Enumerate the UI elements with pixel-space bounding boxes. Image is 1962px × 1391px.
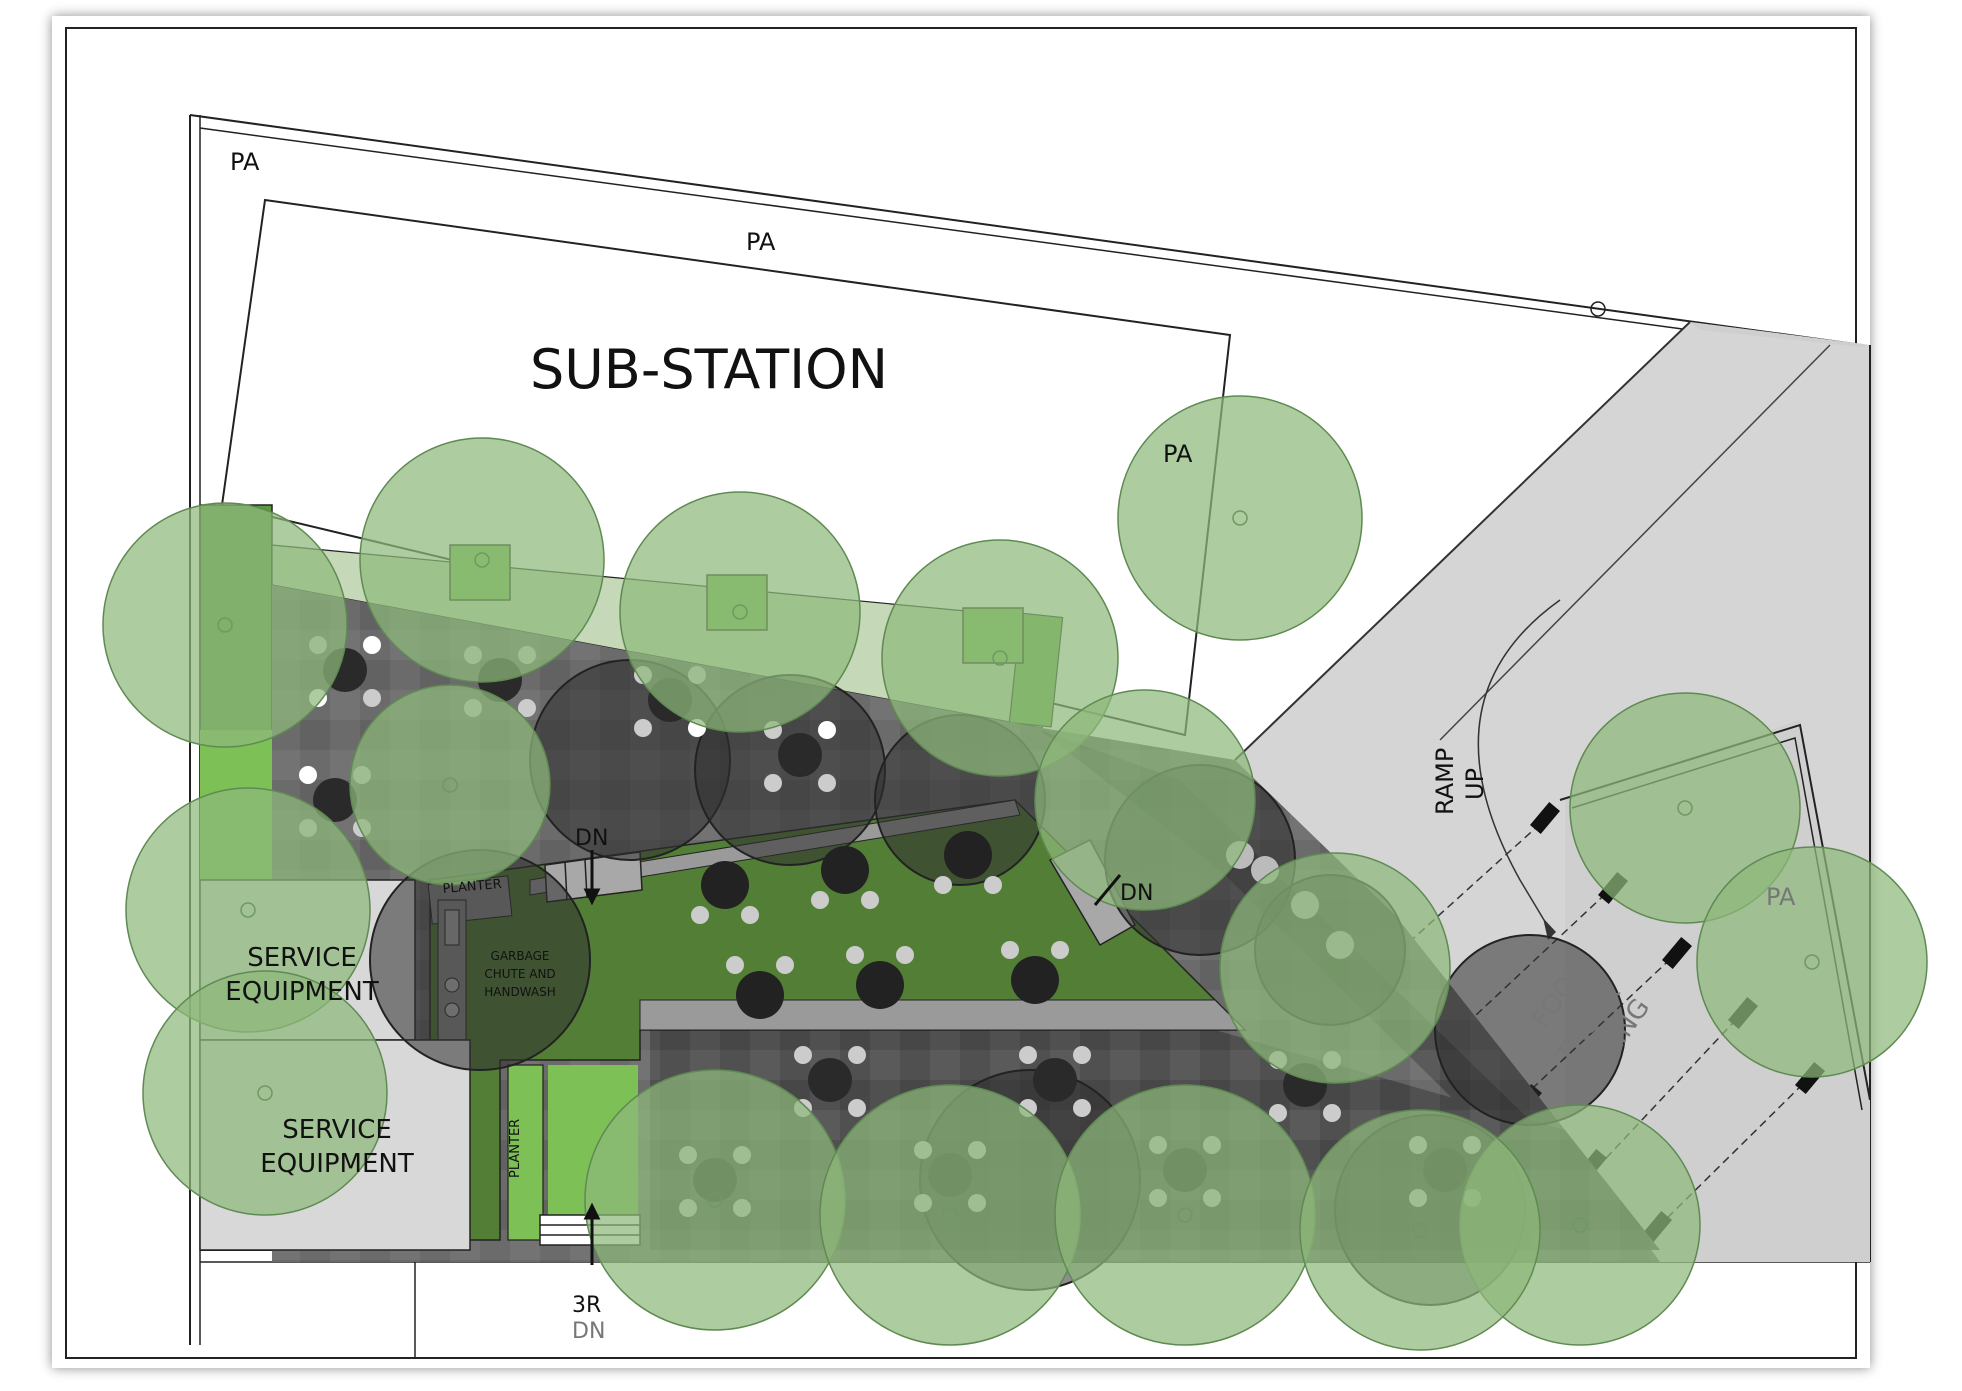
label-pa-2: PA [746, 228, 776, 256]
table-group [934, 831, 1002, 894]
label-dn-2: DN [1120, 881, 1153, 906]
label-service-1b: EQUIPMENT [225, 977, 379, 1007]
tree-canopies-green [102, 395, 1928, 1351]
label-pa-1: PA [230, 148, 260, 176]
label-substation: SUB-STATION [530, 338, 888, 401]
label-dn-3: DN [572, 1319, 605, 1344]
lawn-seat-wall-south [639, 999, 1247, 1031]
tree-trunk-markers [217, 510, 1820, 1238]
label-planter-2: PLANTER [508, 1119, 523, 1178]
ramp-arrow [1543, 918, 1556, 940]
table-group [1001, 941, 1069, 1004]
label-pa-4: PA [1766, 883, 1796, 911]
label-planter-1: PLANTER [442, 877, 502, 897]
label-dn-1: DN [575, 826, 608, 851]
property-line-north-inner [199, 127, 1691, 331]
label-service-2a: SERVICE [282, 1115, 392, 1145]
road-lane-line [1439, 344, 1831, 741]
survey-marker [1590, 301, 1606, 317]
table-group [726, 956, 794, 1019]
label-ramp: RAMP [1431, 748, 1459, 815]
label-service-2b: EQUIPMENT [260, 1149, 414, 1179]
road-curb-west [1234, 321, 1691, 761]
road-edge [1690, 322, 1870, 347]
label-garbage-1: GARBAGE [491, 949, 550, 963]
label-ramp-up: UP [1461, 768, 1489, 800]
south-planter [507, 1064, 544, 1241]
label-service-1a: SERVICE [247, 943, 357, 973]
property-line-north [189, 114, 1863, 346]
label-pa-3: PA [1163, 440, 1193, 468]
label-garbage-2: CHUTE AND [484, 967, 555, 981]
stair-arrows [583, 850, 1122, 1265]
table-group [811, 846, 879, 909]
table-group [846, 946, 914, 1009]
table-group [691, 861, 759, 924]
label-garbage-3: HANDWASH [484, 985, 556, 999]
label-steps: 3R [572, 1293, 601, 1318]
ramp-curve [1477, 599, 1561, 931]
